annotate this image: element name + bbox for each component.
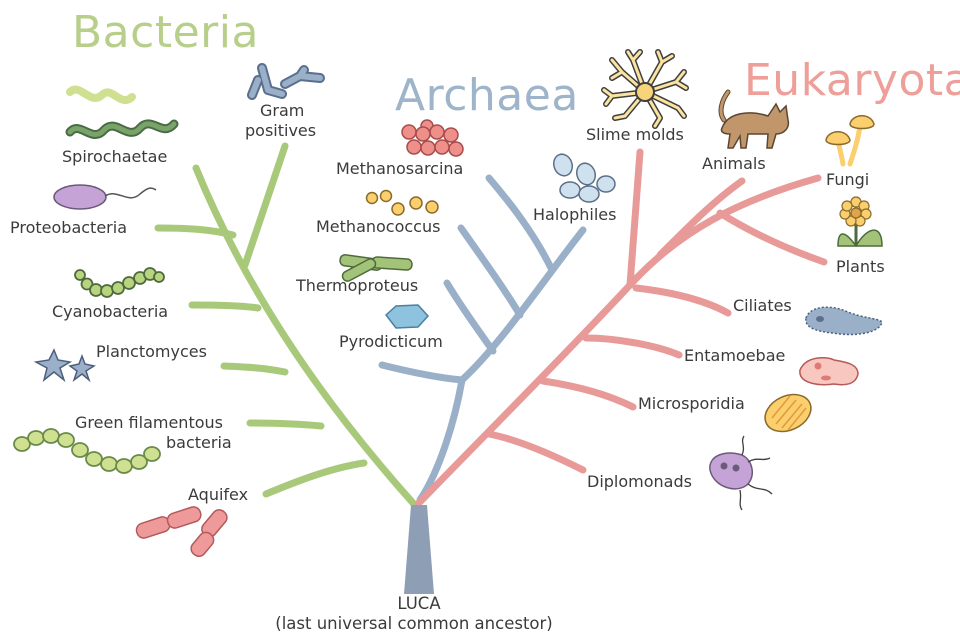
mushroom-icon xyxy=(826,116,874,164)
green-filamentous-branch xyxy=(250,423,321,426)
spirochete-icon xyxy=(70,90,174,135)
ciliates-branch xyxy=(636,288,728,313)
label-green-filamentous-line1: Green filamentous xyxy=(75,413,223,432)
label-halophiles: Halophiles xyxy=(533,205,616,224)
bacteria-labels: Gram positives Spirochaetae Proteobacter… xyxy=(10,101,316,504)
proteobacteria-branch xyxy=(158,228,233,235)
label-thermoproteus: Thermoproteus xyxy=(295,276,418,295)
planctomyces-branch xyxy=(224,366,285,372)
tree-branches xyxy=(158,146,824,594)
microsporidium-spore-icon xyxy=(759,387,817,438)
gram-positive-rods-icon xyxy=(252,68,320,95)
label-slime-molds: Slime molds xyxy=(586,125,684,144)
label-ciliates: Ciliates xyxy=(733,296,792,315)
label-cyanobacteria: Cyanobacteria xyxy=(52,302,168,321)
label-methanosarcina: Methanosarcina xyxy=(336,159,463,178)
cyanobacteria-branch xyxy=(192,305,258,308)
ciliate-icon xyxy=(806,307,882,334)
label-entamoebae: Entamoebae xyxy=(684,346,785,365)
archaea-title: Archaea xyxy=(395,70,579,121)
proteobacterium-icon xyxy=(54,185,156,209)
plants-branch xyxy=(720,213,824,262)
microsporidia-branch xyxy=(543,381,633,407)
methanococcus-branch xyxy=(461,228,520,315)
label-diplomonads: Diplomonads xyxy=(587,472,692,491)
label-fungi: Fungi xyxy=(826,170,869,189)
label-microsporidia: Microsporidia xyxy=(638,394,745,413)
label-aquifex: Aquifex xyxy=(188,485,248,504)
label-gram-positives-line1: Gram xyxy=(260,101,304,120)
diplomonads-branch xyxy=(489,434,583,470)
label-planctomyces: Planctomyces xyxy=(96,342,207,361)
aquifex-branch xyxy=(266,463,364,494)
amoeba-icon xyxy=(800,358,858,385)
thermoproteus-branch xyxy=(447,283,493,351)
flower-icon xyxy=(838,197,882,246)
label-luca: LUCA xyxy=(397,594,441,613)
diplomonad-icon xyxy=(710,436,772,510)
label-proteobacteria: Proteobacteria xyxy=(10,218,127,237)
methanococcus-cocci-icon xyxy=(367,191,439,216)
filamentous-chain-icon xyxy=(14,429,160,473)
label-methanococcus: Methanococcus xyxy=(316,217,440,236)
pyrodicticum-branch xyxy=(382,365,462,380)
gram-positives-branch xyxy=(245,146,285,265)
eukaryota-labels: Slime molds Animals Fungi Plants Ciliate… xyxy=(586,125,885,491)
label-luca-description: (last universal common ancestor) xyxy=(275,614,552,633)
label-animals: Animals xyxy=(702,154,766,173)
luca-trunk xyxy=(404,505,434,594)
slime-molds-branch xyxy=(630,152,640,285)
label-pyrodicticum: Pyrodicticum xyxy=(339,332,443,351)
label-green-filamentous-line2: bacteria xyxy=(166,433,232,452)
entamoebae-branch xyxy=(586,338,679,355)
bacteria-title: Bacteria xyxy=(72,7,259,58)
cyanobacteria-chain-icon xyxy=(75,268,164,297)
label-spirochaetae: Spirochaetae xyxy=(62,147,167,166)
methanosarcina-branch xyxy=(489,178,552,270)
pyrodicticum-disc-icon xyxy=(386,305,428,328)
planctomyces-star-icon xyxy=(36,350,94,380)
slime-mold-icon xyxy=(604,52,686,126)
aquifex-rods-icon xyxy=(135,505,230,559)
halophile-cells-icon xyxy=(551,152,615,202)
methanosarcina-cluster-icon xyxy=(402,120,463,156)
label-gram-positives-line2: positives xyxy=(245,121,316,140)
label-plants: Plants xyxy=(836,257,885,276)
eukaryota-title: Eukaryota xyxy=(744,55,960,106)
